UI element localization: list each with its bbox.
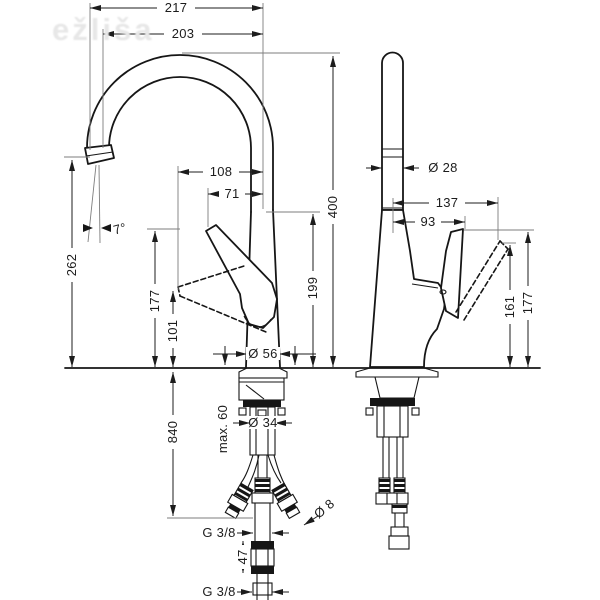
front-spout-inner-arc	[108, 76, 252, 213]
dim-swivel-angle: 7°	[83, 220, 128, 238]
dim-label-161: 161	[502, 296, 517, 319]
dim-label-101: 101	[165, 320, 180, 343]
dim-label-177-side: 177	[520, 292, 535, 315]
front-base-hardware	[238, 367, 288, 456]
dim-handle-height-side: 177	[464, 229, 535, 367]
front-angle-lines	[87, 164, 101, 244]
side-hoses	[375, 437, 410, 550]
dim-71: 71	[207, 186, 263, 227]
side-dimensions: Ø 28 137 93	[366, 160, 535, 367]
dim-connection-upper: G 3/8	[202, 525, 289, 540]
side-handle-dashed-position	[455, 240, 509, 321]
side-spout-column	[381, 51, 404, 211]
dim-label-262: 262	[64, 254, 79, 277]
dim-spout-height: 262	[64, 156, 90, 367]
front-view	[64, 54, 541, 600]
dim-hose-length: 840	[165, 372, 253, 519]
side-view	[355, 51, 509, 550]
dim-93: 93	[393, 214, 466, 229]
dim-161: 161	[502, 242, 517, 367]
dim-108: 108	[177, 164, 263, 290]
side-body	[369, 209, 447, 368]
dim-label-108: 108	[210, 164, 233, 179]
dim-hose-diameter: Ø 8	[303, 496, 337, 526]
front-hose-end-right	[271, 482, 301, 520]
dim-label-71: 71	[224, 186, 239, 201]
dim-label-g38-upper: G 3/8	[202, 525, 235, 540]
dim-label-93: 93	[420, 214, 435, 229]
dim-label-400: 400	[325, 196, 340, 219]
side-base-hardware	[355, 367, 439, 438]
dim-spout-reach-overall: 217	[89, 0, 264, 209]
front-body-right-edge	[272, 209, 281, 368]
dim-label-840: 840	[165, 421, 180, 444]
dim-label-7deg: 7°	[112, 220, 128, 238]
dim-label-177-front: 177	[147, 290, 162, 313]
dim-shank-diameter: Ø 34	[233, 415, 292, 430]
dim-label-g38-lower: G 3/8	[202, 584, 235, 599]
dim-label-217: 217	[165, 0, 188, 15]
watermark: ežliša	[52, 12, 155, 47]
dim-spout-diameter: Ø 28	[366, 160, 457, 175]
dim-connector-length: 47	[235, 541, 250, 573]
front-dimensions: 217 203 108 71	[64, 0, 340, 599]
dim-spout-reach: 203	[102, 26, 263, 148]
dim-base-diameter: Ø 56	[213, 346, 316, 365]
dim-label-max60: max. 60	[215, 405, 230, 453]
dim-label-199: 199	[305, 277, 320, 300]
dim-handle-height-front: 177	[147, 228, 180, 367]
dim-label-dia56: Ø 56	[248, 346, 277, 361]
dim-counter-max: max. 60	[215, 400, 230, 458]
dim-label-47: 47	[235, 549, 250, 564]
dim-total-height: 400	[182, 52, 340, 367]
dim-199: 199	[266, 211, 320, 367]
front-spout-tip	[84, 144, 115, 165]
dim-label-137: 137	[436, 195, 459, 210]
side-handle-lever	[439, 228, 464, 319]
front-center-pipe	[250, 455, 275, 600]
dim-label-203: 203	[172, 26, 195, 41]
dim-label-dia28: Ø 28	[428, 160, 457, 175]
dim-label-dia34: Ø 34	[248, 415, 277, 430]
dim-connection-lower: G 3/8	[202, 584, 289, 599]
front-spout-outer-arc	[86, 54, 274, 211]
dim-137: 137	[392, 195, 499, 240]
dim-101: 101	[165, 291, 180, 367]
front-hose-end-left	[224, 482, 254, 520]
front-handle-lever	[205, 224, 278, 329]
front-hoses	[224, 454, 301, 600]
